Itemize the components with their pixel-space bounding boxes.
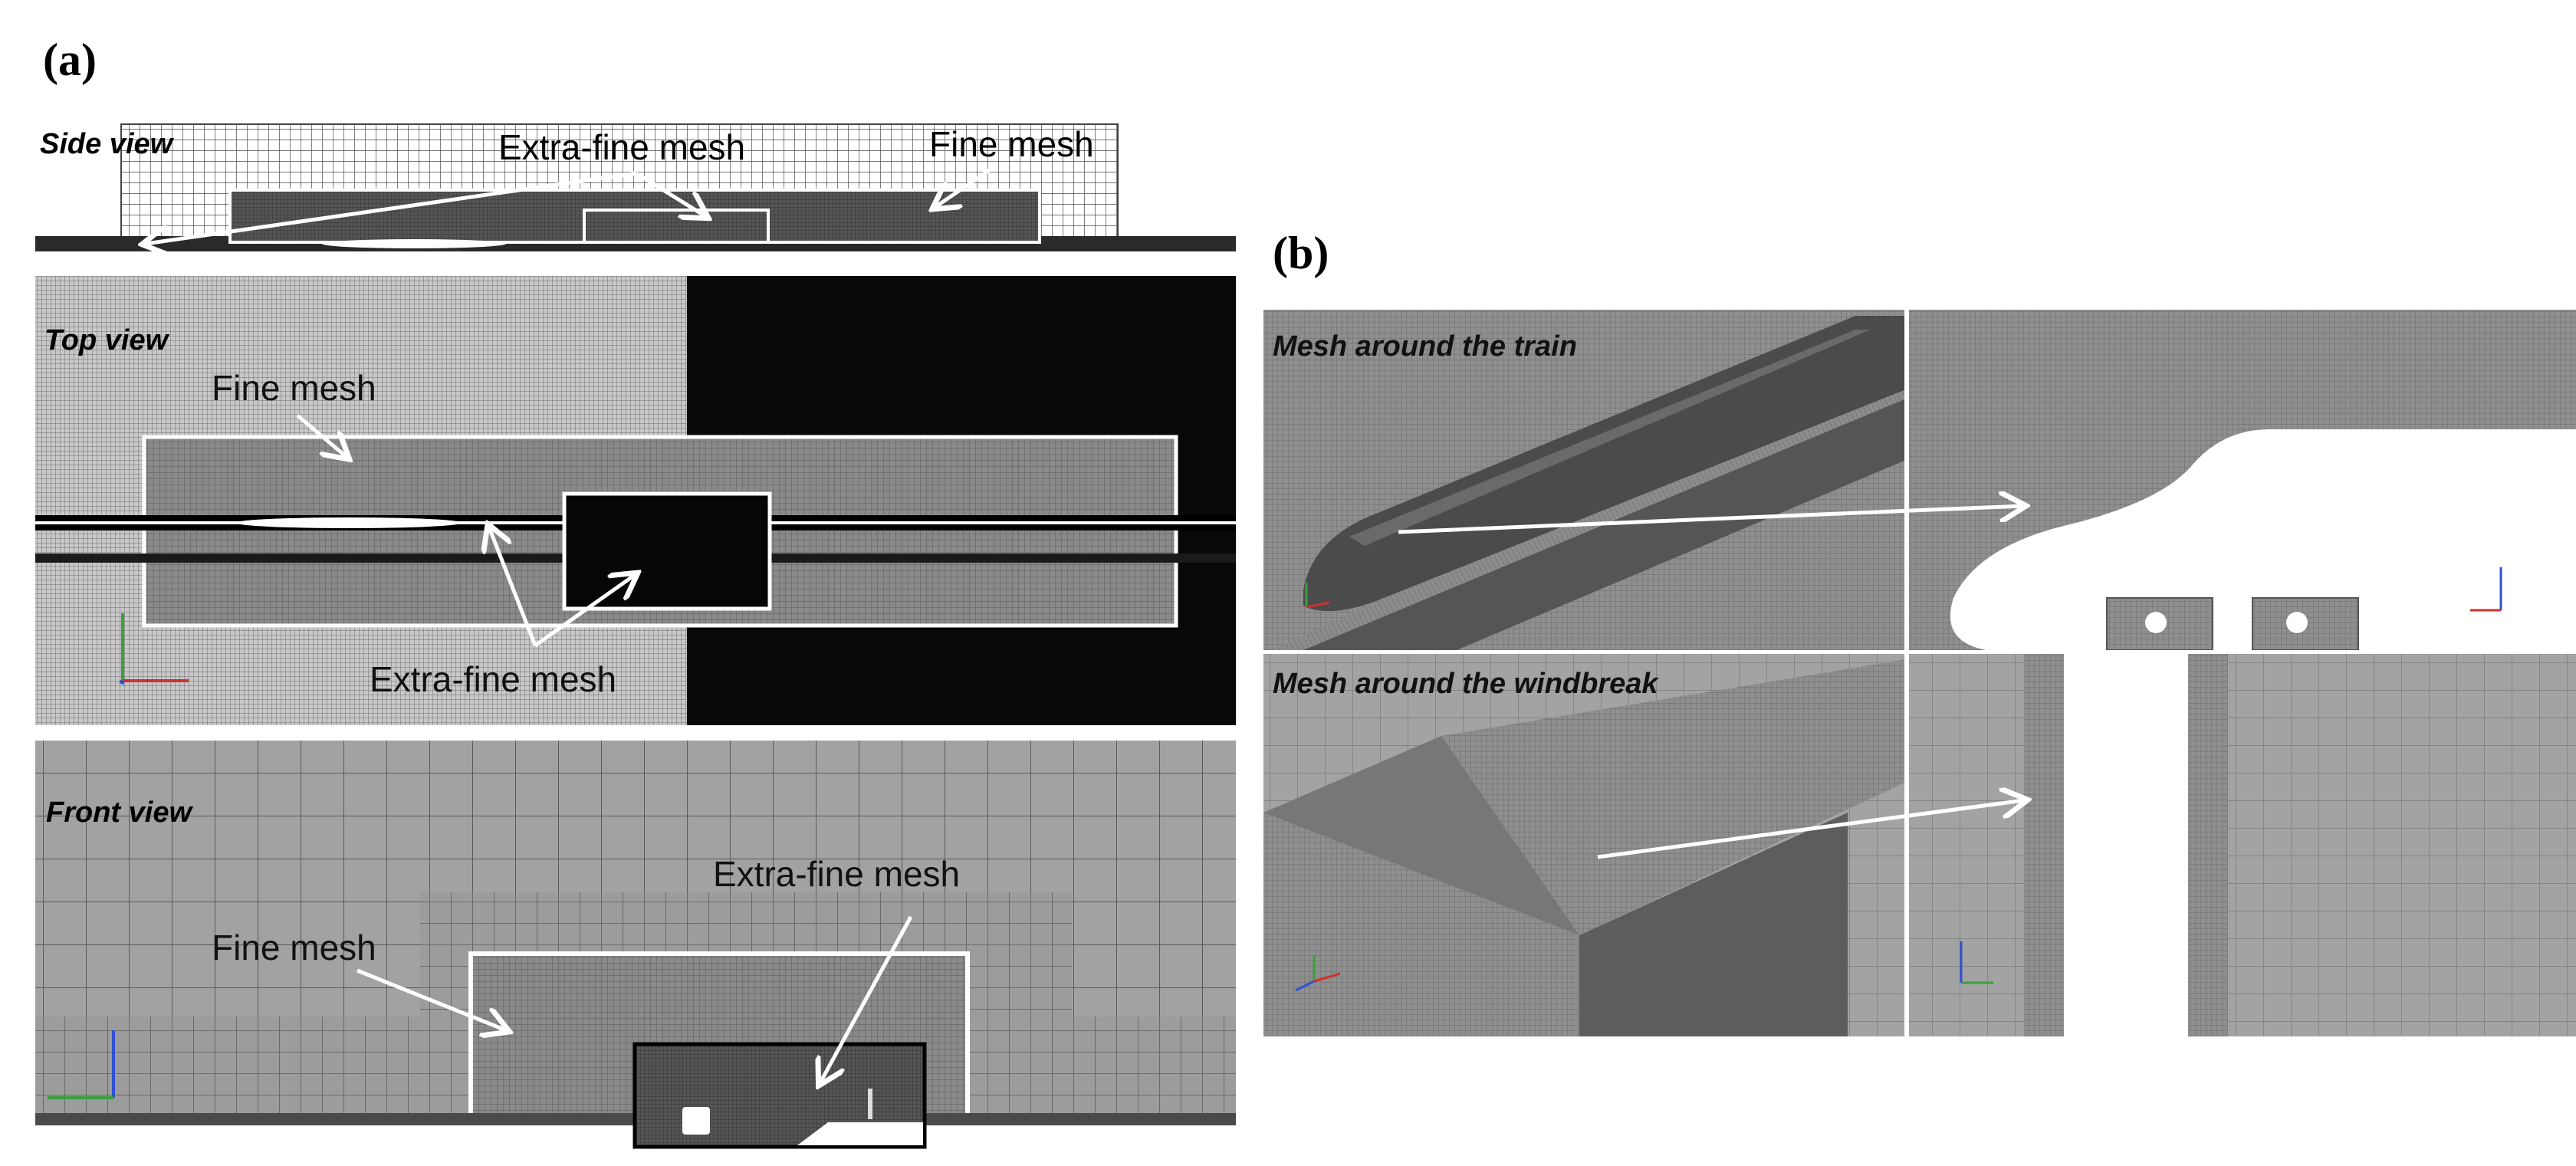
panel-b-horizontal-divider [1263, 650, 2576, 654]
train-3d-divider [1904, 310, 1909, 650]
windbreak-mesh-title: Mesh around the windbreak [1273, 668, 1659, 700]
train-body [1303, 316, 1906, 612]
side-view-fine-label: Fine mesh [929, 124, 1094, 164]
train-2d-mesh-view [1909, 310, 2576, 651]
windbreak-connector-arrow [1597, 800, 2024, 859]
windbreak-wall-front [1579, 813, 1848, 1036]
windbreak-3d-axis-triad [1295, 955, 1341, 992]
side-view-extra-fine-region [583, 209, 770, 244]
windbreak-3d-mesh-view [1263, 653, 1909, 1036]
train-mesh-title: Mesh around the train [1273, 330, 1577, 363]
windbreak-wall-left [1263, 736, 1579, 935]
front-view-windbreak [868, 1089, 872, 1119]
side-view-train-outline [322, 239, 506, 248]
panel-b-label: (b) [1273, 228, 1329, 278]
top-view-arrow-extra-fine-left [489, 527, 537, 646]
top-view-title: Top view [44, 324, 170, 356]
train-2d-axis-triad [2470, 567, 2502, 612]
windbreak-3d-divider [1904, 653, 1909, 1036]
front-view-track-profile [721, 1122, 923, 1145]
train-profile-cutout [1950, 429, 2576, 650]
windbreak-fine-band-right [2188, 653, 2228, 1036]
panel-a-label: (a) [43, 34, 97, 85]
windbreak-2d-axis-triad [1960, 941, 1993, 984]
front-view-extra-fine-label: Extra-fine mesh [713, 854, 960, 894]
side-view-arrow-to-ground [146, 171, 637, 244]
front-view-arrow-extra-fine [820, 915, 913, 1082]
side-view: Side view Extra-fine mesh Fine mesh [35, 123, 1236, 251]
top-view: Top view Fine mesh Extra-fine mesh [35, 276, 1236, 725]
top-view-arrow-extra-fine-right [534, 575, 635, 648]
train-roof-highlight [1349, 330, 1871, 546]
windbreak-2d-mesh-view [1909, 653, 2576, 1036]
side-view-arrow-fine [935, 168, 991, 207]
side-view-title: Side view [40, 128, 175, 160]
train-wheel-right [2286, 612, 2308, 633]
train-3d-axis-triad [1305, 583, 1330, 609]
side-view-arrow-to-box [635, 171, 705, 216]
train-wheel-left [2145, 612, 2167, 633]
front-view-axis-triad [48, 1030, 115, 1099]
top-view-extra-fine-label: Extra-fine mesh [370, 659, 616, 699]
top-view-extra-fine-region [562, 491, 772, 611]
train-3d-mesh-view [1263, 310, 1909, 650]
windbreak-fine-band-left [2024, 653, 2064, 1036]
side-view-extra-fine-label: Extra-fine mesh [498, 127, 745, 167]
front-view-train-cross-section [682, 1107, 710, 1135]
top-view-fine-label: Fine mesh [212, 368, 376, 408]
top-view-axis-triad [119, 613, 189, 685]
windbreak-gap [2064, 653, 2188, 1036]
front-view-fine-label: Fine mesh [212, 928, 376, 967]
front-view: Front view Fine mesh Extra-fine mesh [35, 741, 1236, 1149]
top-view-train-outline [235, 517, 462, 528]
front-view-arrow-fine [356, 968, 506, 1030]
front-view-title: Front view [46, 796, 193, 829]
top-view-arrow-fine [296, 414, 347, 457]
windbreak-top-surface [1441, 659, 1906, 935]
train-connector-arrow [1398, 506, 2022, 534]
windbreak-slope [1263, 813, 1579, 1036]
